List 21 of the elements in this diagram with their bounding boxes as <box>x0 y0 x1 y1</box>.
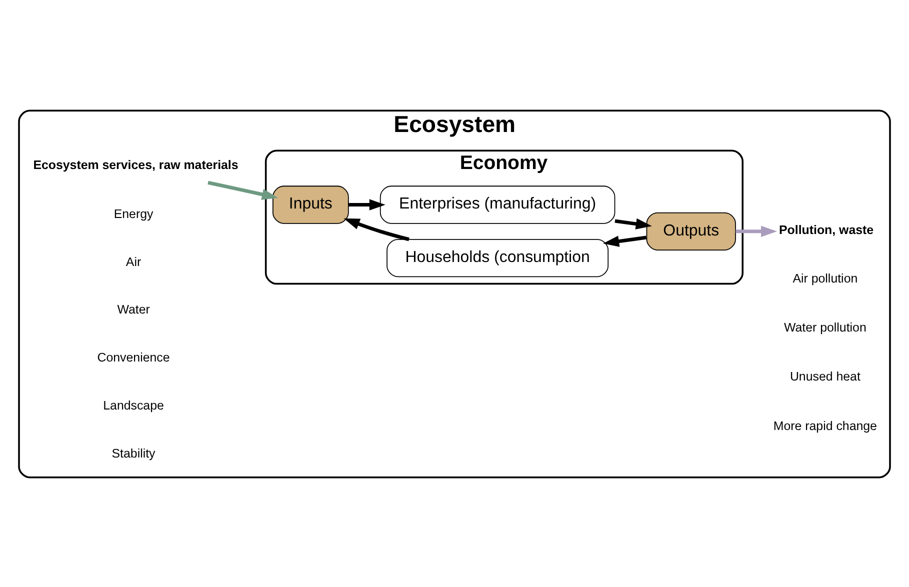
node-text: Ecosystem services, raw materials <box>33 157 238 172</box>
label: More rapid change <box>773 418 877 433</box>
label: Stability <box>112 446 156 460</box>
arrow <box>208 180 278 200</box>
arrow <box>348 198 386 210</box>
label: Water pollution <box>784 320 866 334</box>
node-box: Inputs <box>272 185 349 224</box>
label: Energy <box>114 206 154 220</box>
label: Water <box>117 302 150 316</box>
label: Air pollution <box>792 271 858 286</box>
node-box: Households (consumption <box>386 238 609 277</box>
label: Landscape <box>103 398 164 412</box>
node-text: Pollution, waste <box>779 222 874 236</box>
node-box: Outputs <box>646 212 736 250</box>
label: Convenience <box>97 350 170 364</box>
arrow <box>736 225 778 237</box>
label: Air <box>126 254 142 268</box>
node-box: Enterprises (manufacturing) <box>380 185 616 224</box>
label: Unused heat <box>790 368 860 383</box>
arrow <box>614 218 652 229</box>
arrow <box>603 235 647 246</box>
